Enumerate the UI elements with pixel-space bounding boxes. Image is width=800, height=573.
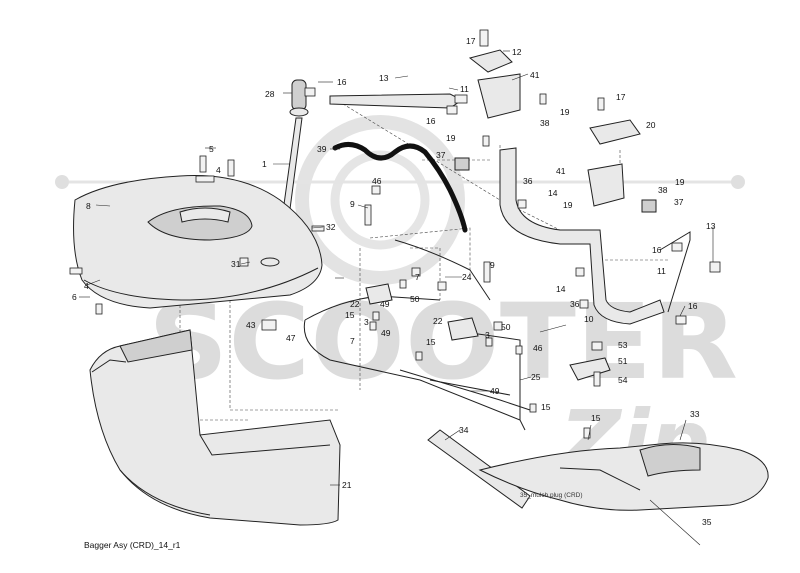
callout: 34 xyxy=(459,425,469,435)
callout: 41 xyxy=(556,166,566,176)
support-brackets xyxy=(454,49,657,213)
callout: 19 xyxy=(675,177,685,187)
callout: 37 xyxy=(674,197,684,207)
callout: 4 xyxy=(84,281,89,291)
callout: 33 xyxy=(690,409,700,419)
callout: 16 xyxy=(337,77,347,87)
callout: 12 xyxy=(512,47,522,57)
callout: 22 xyxy=(433,316,443,326)
callout: 47 xyxy=(286,333,296,343)
callout: 15 xyxy=(591,413,601,423)
callout: 38 xyxy=(658,185,668,195)
callout: 11 xyxy=(460,84,469,94)
upper-bracket xyxy=(329,93,468,109)
callout: 35 xyxy=(702,517,712,527)
callout: 25 xyxy=(531,372,541,382)
grass-bag xyxy=(89,329,341,526)
callout: 50 xyxy=(410,294,420,304)
callout-labels: 17 12 41 13 16 11 28 16 19 38 19 37 39 1… xyxy=(72,36,716,527)
callout: 3 xyxy=(364,317,369,327)
hardware xyxy=(69,29,687,439)
callout: 19 xyxy=(446,133,456,143)
callout: 10 xyxy=(584,314,594,324)
callout: 13 xyxy=(379,73,389,83)
mulch-plug-note: 35_mulch plug (CRD) xyxy=(520,492,583,499)
callout: 13 xyxy=(706,221,716,231)
callout: 43 xyxy=(246,320,256,330)
bag-cover xyxy=(73,175,323,309)
callout: 14 xyxy=(556,284,566,294)
callout: 17 xyxy=(466,36,476,46)
callout: 36 xyxy=(570,299,580,309)
latch-bracket xyxy=(569,341,611,387)
callout: 8 xyxy=(86,201,91,211)
callout: 16 xyxy=(426,116,436,126)
callout: 6 xyxy=(72,292,77,302)
callout: 50 xyxy=(501,322,511,332)
bagger-frame xyxy=(303,239,531,431)
callout: 17 xyxy=(616,92,626,102)
callout: 31 xyxy=(231,259,241,269)
mulch-plug xyxy=(427,429,769,546)
callout: 3 xyxy=(485,330,490,340)
callout: 4 xyxy=(216,165,221,175)
callout: 14 xyxy=(548,188,558,198)
callout: 7 xyxy=(350,336,355,346)
callout: 54 xyxy=(618,375,628,385)
callout: 9 xyxy=(350,199,355,209)
callout: 49 xyxy=(381,328,391,338)
callout: 16 xyxy=(688,301,698,311)
callout: 16 xyxy=(652,245,662,255)
callout: 21 xyxy=(342,480,352,490)
callout: 49 xyxy=(490,386,500,396)
callout: 20 xyxy=(646,120,656,130)
callout: 15 xyxy=(541,402,551,412)
callout: 15 xyxy=(345,310,355,320)
callout: 24 xyxy=(462,272,472,282)
callout: 51 xyxy=(618,356,628,366)
callout: 15 xyxy=(426,337,436,347)
callout: 19 xyxy=(563,200,573,210)
curved-rod xyxy=(332,142,468,233)
callout: 53 xyxy=(618,340,628,350)
callout: 22 xyxy=(350,299,360,309)
callout: 38 xyxy=(540,118,550,128)
callout: 46 xyxy=(533,343,543,353)
callout: 1 xyxy=(262,159,267,169)
callout: 46 xyxy=(372,176,382,186)
callout: 7 xyxy=(415,272,420,282)
diagram-caption: Bagger Asy (CRD)_14_r1 xyxy=(84,540,181,550)
callout: 41 xyxy=(530,70,540,80)
arm-tube xyxy=(499,147,721,325)
callout: 5 xyxy=(209,144,214,154)
callout: 19 xyxy=(560,107,570,117)
callout: 37 xyxy=(436,150,446,160)
callout: 9 xyxy=(490,260,495,270)
callout: 39 xyxy=(317,144,327,154)
callout: 32 xyxy=(326,222,336,232)
leader-lines xyxy=(79,50,714,486)
callout: 49 xyxy=(380,299,390,309)
callout: 28 xyxy=(265,89,275,99)
callout: 36 xyxy=(523,176,533,186)
callout: 11 xyxy=(657,266,666,276)
